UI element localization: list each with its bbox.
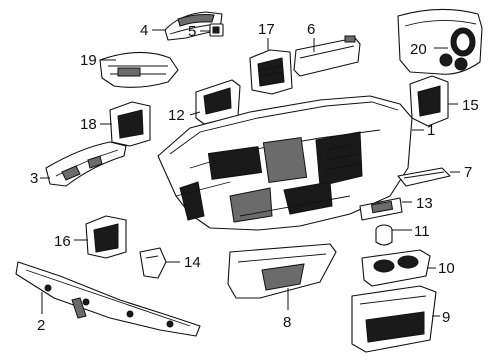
part-10-cup-holder <box>361 249 431 287</box>
part-3-left-trim <box>45 141 127 187</box>
callout-9: 9 <box>442 309 450 326</box>
part-18-left-vent <box>109 101 151 147</box>
part-2-crosscar-beam <box>15 261 201 337</box>
part-9-console <box>351 285 437 353</box>
callout-13: 13 <box>416 195 433 212</box>
part-13-switch-bezel <box>359 197 403 221</box>
callout-2: 2 <box>37 317 45 334</box>
part-7-pad <box>397 167 451 187</box>
callout-10: 10 <box>438 260 455 277</box>
part-16-lower-vent <box>85 215 127 259</box>
callout-4: 4 <box>140 22 148 39</box>
callout-8: 8 <box>283 314 291 331</box>
callout-11: 11 <box>414 223 430 240</box>
part-8-lower-trim <box>227 243 337 299</box>
callout-18: 18 <box>80 116 97 133</box>
callout-6: 6 <box>307 21 315 38</box>
callout-1: 1 <box>427 122 435 139</box>
part-20-cluster-bezel <box>397 8 483 75</box>
part-17-center-vent <box>249 49 293 95</box>
callout-5: 5 <box>188 23 196 40</box>
part-19-upper-panel <box>99 51 179 88</box>
callout-20: 20 <box>410 41 427 58</box>
callout-15: 15 <box>462 97 479 114</box>
callout-7: 7 <box>464 164 472 181</box>
callout-16: 16 <box>54 233 71 250</box>
callout-17: 17 <box>258 21 275 38</box>
part-11-insert <box>375 224 393 246</box>
part-5-clip <box>209 23 224 37</box>
callout-19: 19 <box>80 52 97 69</box>
callout-3: 3 <box>30 170 38 187</box>
part-4-cover <box>164 11 223 41</box>
callout-labels: 4 5 17 6 19 20 12 18 15 1 3 7 13 11 16 1… <box>30 21 479 334</box>
part-14-panel <box>139 247 167 279</box>
part-15-right-vent <box>409 75 449 127</box>
leader-lines <box>40 29 460 317</box>
part-6-bracket <box>293 35 361 77</box>
callout-14: 14 <box>184 254 201 271</box>
part-1-instrument-panel <box>157 95 413 231</box>
callout-12: 12 <box>168 107 185 124</box>
